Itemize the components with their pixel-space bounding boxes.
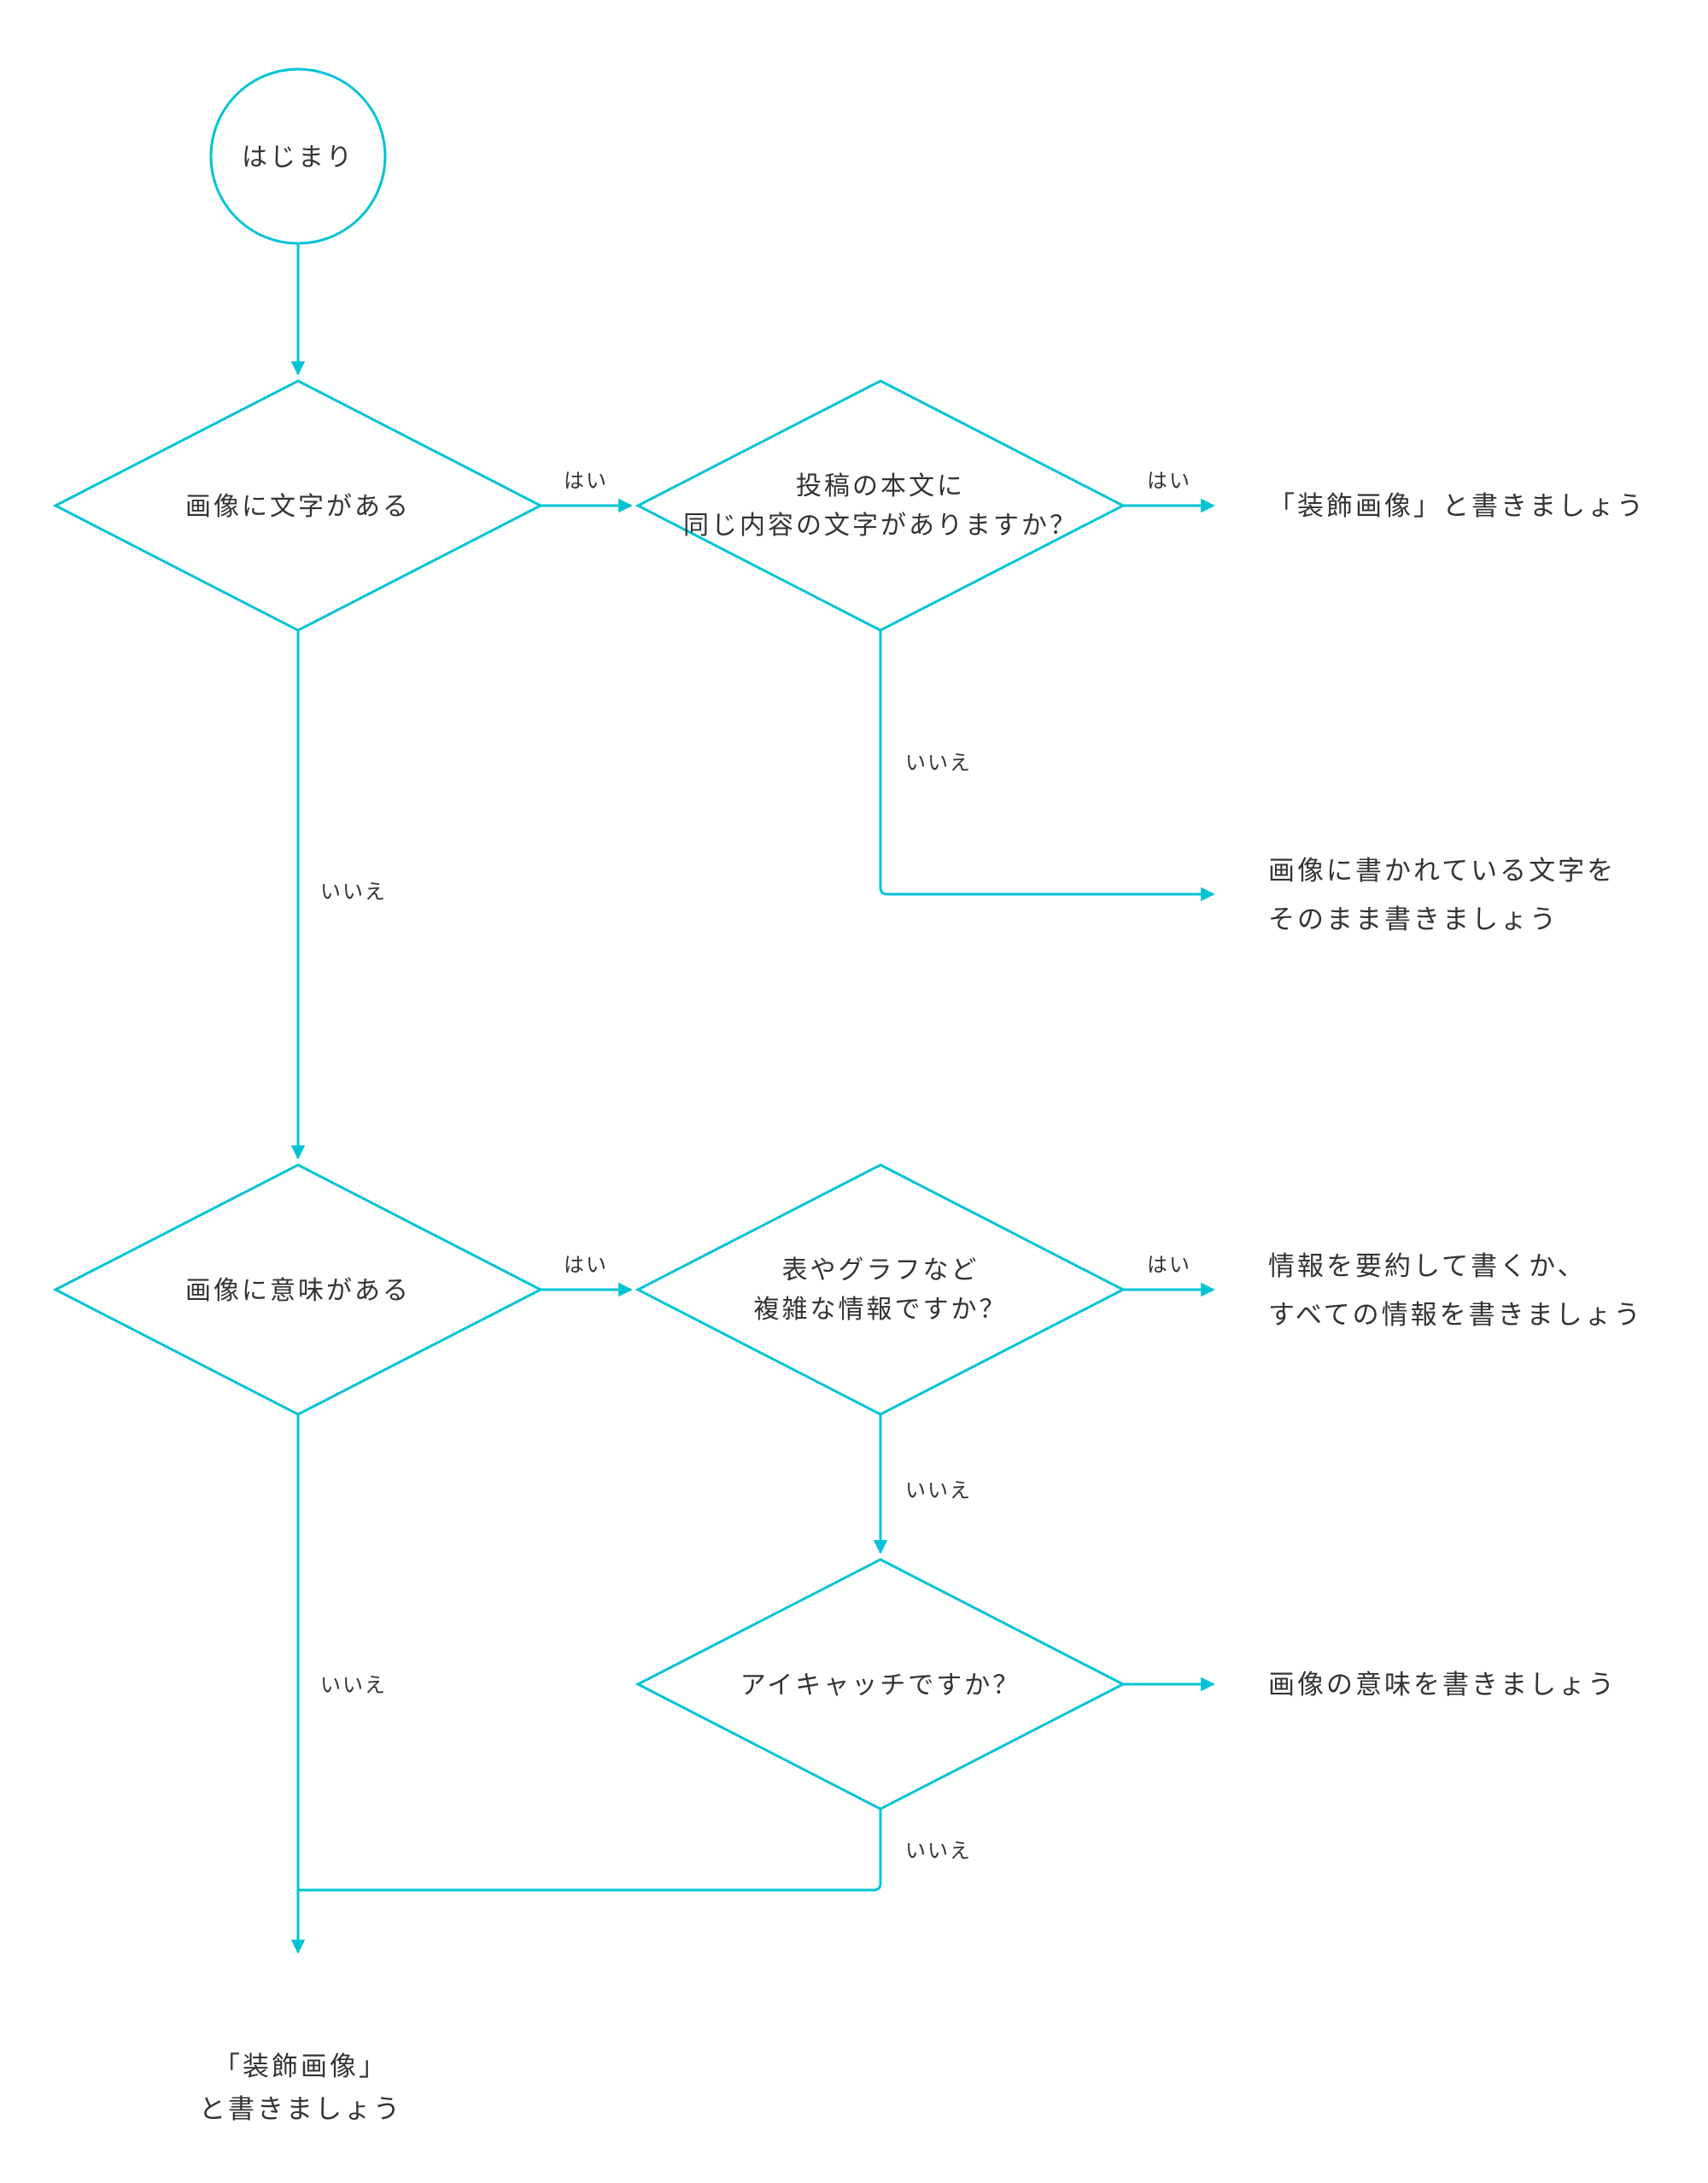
result-decorative-final-line1: 「装飾画像」 xyxy=(214,2051,388,2081)
decision-image-has-meaning xyxy=(52,1163,544,1416)
edge-label-complex-info-yes: はい xyxy=(1147,1254,1191,1277)
edge-label-complex-info-no: いいえ xyxy=(905,1479,972,1502)
start-label: はじまり xyxy=(242,143,354,172)
edge-label-body-has-same-text-yes: はい xyxy=(1147,470,1191,493)
result-write-image-meaning: 画像の意味を書きましょう xyxy=(1268,1670,1617,1700)
edge-label-image-has-text-yes: はい xyxy=(564,470,608,493)
edge-body-has-same-text-no xyxy=(879,630,1215,902)
edge-eyecatch-no xyxy=(298,1809,882,1892)
decision-eyecatch-label: アイキャッチですか？ xyxy=(740,1671,1021,1700)
decision-complex-info-line2: 複雑な情報ですか？ xyxy=(754,1296,1008,1324)
result-decorative-image: 「装飾画像」と書きましょう xyxy=(1268,491,1646,521)
edge-label-eyecatch-no: いいえ xyxy=(905,1840,972,1863)
edge-label-body-has-same-text-no: いいえ xyxy=(905,752,972,775)
result-decorative-final-line2: と書きましょう xyxy=(199,2094,402,2124)
decision-body-has-same-text-line2: 同じ内容の文字がありますか？ xyxy=(683,512,1078,540)
edge-label-image-has-text-no: いいえ xyxy=(320,881,387,904)
edge-label-image-has-meaning-no: いいえ xyxy=(320,1674,387,1697)
decision-image-has-text-label: 画像に文字がある xyxy=(185,493,411,521)
decision-image-has-meaning-label: 画像に意味がある xyxy=(185,1277,411,1305)
decision-complex-info-line1: 表やグラフなど xyxy=(782,1256,980,1285)
start-node xyxy=(209,67,387,245)
decision-body-has-same-text xyxy=(635,379,1126,632)
result-write-text-as-is-line1: 画像に書かれている文字を xyxy=(1268,856,1616,886)
decision-body-has-same-text-line1: 投稿の本文に xyxy=(796,472,965,500)
edge-label-image-has-meaning-yes: はい xyxy=(564,1254,608,1277)
result-summarize-info-line2: すべての情報を書きましょう xyxy=(1268,1300,1643,1330)
result-write-text-as-is-line2: そのまま書きましょう xyxy=(1268,904,1559,934)
decision-eyecatch xyxy=(635,1558,1126,1811)
decision-image-has-text xyxy=(52,379,544,632)
decision-complex-info xyxy=(635,1163,1126,1416)
result-summarize-info-line1: 情報を要約して書くか、 xyxy=(1268,1251,1586,1281)
